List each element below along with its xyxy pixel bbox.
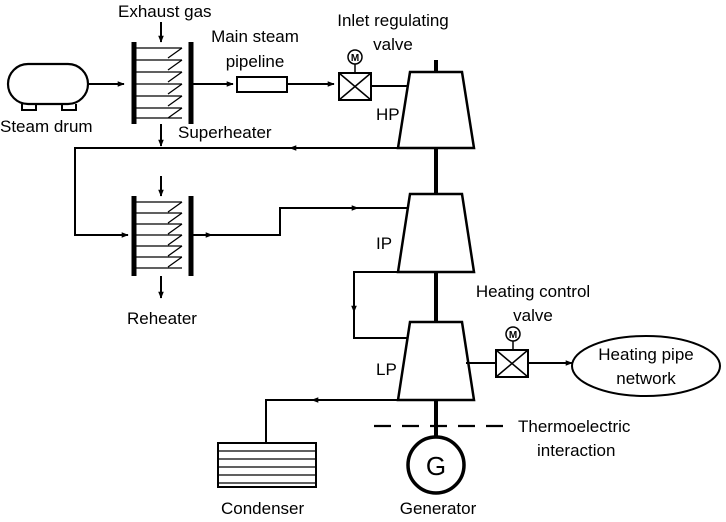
reheater-to-ip-pipe bbox=[212, 205, 359, 236]
steam-drum bbox=[6, 62, 90, 111]
superheater bbox=[131, 42, 194, 124]
inlet-valve-motor-symbol: M bbox=[351, 53, 359, 64]
hp-label: HP bbox=[376, 105, 400, 124]
hp-turbine bbox=[396, 70, 476, 150]
heating-pipe-network bbox=[571, 335, 721, 397]
hp-exhaust-return-pipe bbox=[74, 147, 292, 238]
inlet-valve-label-line2: valve bbox=[373, 35, 413, 54]
inlet-valve-label-line1: Inlet regulating bbox=[337, 11, 449, 30]
lp-exhaust-to-condenser-pipe bbox=[265, 399, 314, 443]
lp-turbine bbox=[396, 320, 476, 402]
exhaust-gas-label: Exhaust gas bbox=[118, 2, 212, 21]
generator-symbol: G bbox=[426, 451, 446, 481]
main-steam-label-line1: Main steam bbox=[211, 27, 299, 46]
heating-network-label-line1: Heating pipe bbox=[598, 345, 693, 364]
heating-network-label-line2: network bbox=[616, 369, 676, 388]
inlet-regulating-valve: M bbox=[338, 49, 372, 101]
reheater-label: Reheater bbox=[127, 309, 197, 328]
main-steam-pipeline bbox=[236, 76, 288, 93]
ip-to-lp-crossover-pipe bbox=[353, 271, 410, 339]
condenser-label: Condenser bbox=[221, 499, 305, 518]
heating-valve-label-line1: Heating control bbox=[476, 282, 590, 301]
condenser bbox=[217, 442, 317, 488]
ip-turbine bbox=[396, 192, 476, 274]
ip-label: IP bbox=[376, 234, 392, 253]
heating-valve-label-line2: valve bbox=[513, 306, 553, 325]
thermoelectric-label-line1: Thermoelectric bbox=[518, 417, 631, 436]
generator-label: Generator bbox=[400, 499, 477, 518]
thermoelectric-label-line2: interaction bbox=[537, 441, 615, 460]
lp-label: LP bbox=[376, 360, 397, 379]
steam-drum-label: Steam drum bbox=[0, 117, 93, 136]
main-steam-label-line2: pipeline bbox=[226, 52, 285, 71]
generator bbox=[406, 435, 466, 495]
superheater-label: Superheater bbox=[178, 123, 272, 142]
heating-valve-motor-symbol: M bbox=[509, 330, 517, 341]
reheater bbox=[131, 196, 194, 276]
heating-control-valve: M bbox=[495, 326, 529, 378]
